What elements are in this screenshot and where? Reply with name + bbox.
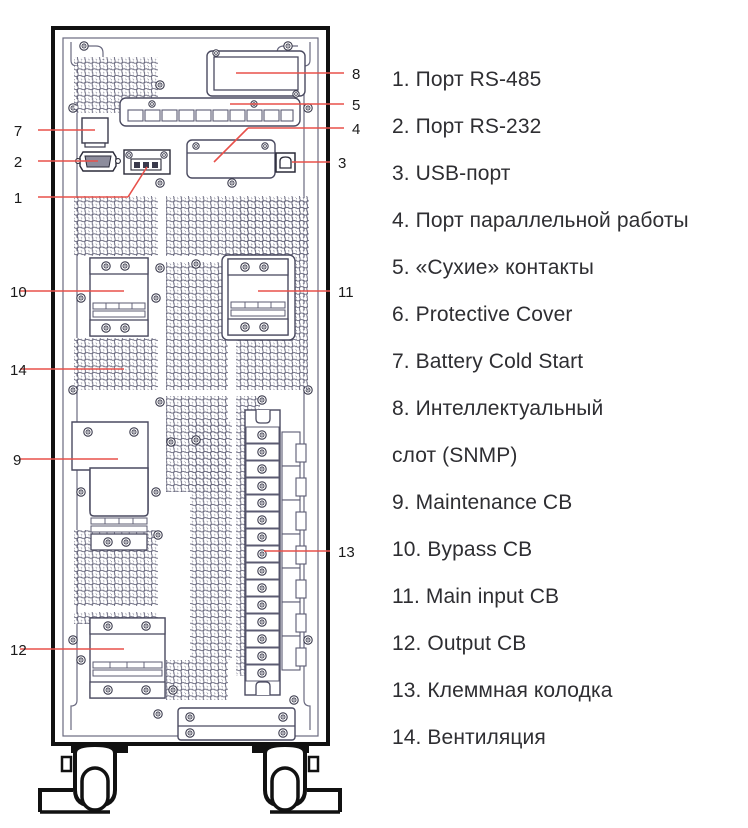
callout-5: 5 bbox=[352, 97, 360, 114]
dry-contacts-strip[interactable] bbox=[119, 97, 301, 127]
legend-item-1: 1. Порт RS-485 bbox=[392, 68, 542, 91]
cable-entry-plate bbox=[177, 707, 296, 741]
stabilizer-foot-left bbox=[38, 788, 73, 812]
legend-item-7: 7. Battery Cold Start bbox=[392, 350, 584, 373]
legend-item-8-continued: слот (SNMP) bbox=[392, 444, 518, 467]
legend-item-5: 5. «Сухие» контакты bbox=[392, 256, 594, 279]
legend-item-3: 3. USB-порт bbox=[392, 162, 511, 185]
terminal-block[interactable] bbox=[244, 395, 307, 705]
leader-lines bbox=[20, 72, 344, 650]
legend-item-4: 4. Порт параллельной работы bbox=[392, 209, 689, 232]
legend-item-10: 10. Bypass CB bbox=[392, 538, 533, 561]
legend-item-9: 9. Maintenance CB bbox=[392, 491, 573, 514]
callout-numbers: 7 2 1 10 14 9 12 8 5 4 3 11 13 bbox=[10, 66, 360, 659]
callout-8: 8 bbox=[352, 66, 360, 83]
usb-port[interactable] bbox=[275, 152, 296, 173]
mesh-screw bbox=[155, 80, 165, 90]
callout-11: 11 bbox=[338, 284, 354, 301]
callout-14: 14 bbox=[10, 362, 27, 379]
legend-item-14: 14. Вентиляция bbox=[392, 726, 546, 749]
legend-item-2: 2. Порт RS-232 bbox=[392, 115, 542, 138]
protective-cover bbox=[89, 467, 149, 517]
mesh-screw bbox=[155, 397, 165, 407]
mesh-screw bbox=[155, 263, 165, 273]
battery-cold-start-button[interactable] bbox=[81, 117, 109, 148]
callout-2: 2 bbox=[14, 154, 22, 171]
stabilizer-foot-right bbox=[307, 788, 342, 812]
callout-4: 4 bbox=[352, 121, 360, 138]
main-input-breaker[interactable] bbox=[221, 254, 296, 341]
legend-item-13: 13. Клеммная колодка bbox=[392, 679, 613, 702]
bypass-breaker[interactable] bbox=[76, 257, 161, 337]
terminal-screws bbox=[245, 426, 280, 682]
mesh-screw bbox=[191, 435, 201, 445]
panel-screw bbox=[227, 178, 237, 188]
casters-and-feet bbox=[38, 742, 342, 814]
callout-10: 10 bbox=[10, 284, 27, 301]
callout-12: 12 bbox=[10, 642, 27, 659]
legend-item-11: 11. Main input CB bbox=[392, 585, 560, 608]
leader-4a bbox=[213, 127, 249, 163]
callout-13: 13 bbox=[338, 544, 355, 561]
callout-9: 9 bbox=[13, 452, 21, 469]
legend-list: 1. Порт RS-485 2. Порт RS-232 3. USB-пор… bbox=[392, 56, 748, 761]
panel-screw bbox=[155, 178, 165, 188]
leader-1b bbox=[127, 166, 148, 198]
legend-item-6: 6. Protective Cover bbox=[392, 303, 573, 326]
callout-7: 7 bbox=[14, 123, 22, 140]
terminal-block-covers bbox=[281, 431, 307, 671]
maintenance-breaker[interactable] bbox=[71, 421, 176, 551]
callout-3: 3 bbox=[338, 155, 346, 172]
rs485-terminal[interactable] bbox=[123, 149, 171, 175]
mesh-screw bbox=[191, 259, 201, 269]
callout-1: 1 bbox=[14, 190, 22, 207]
legend-item-12: 12. Output CB bbox=[392, 632, 527, 655]
legend-item-8: 8. Интеллектуальный bbox=[392, 397, 604, 420]
parallel-port[interactable] bbox=[186, 139, 276, 179]
ups-rear-panel-drawing: 7 2 1 10 14 9 12 8 5 4 3 11 13 bbox=[10, 26, 360, 814]
output-breaker[interactable] bbox=[76, 617, 178, 719]
